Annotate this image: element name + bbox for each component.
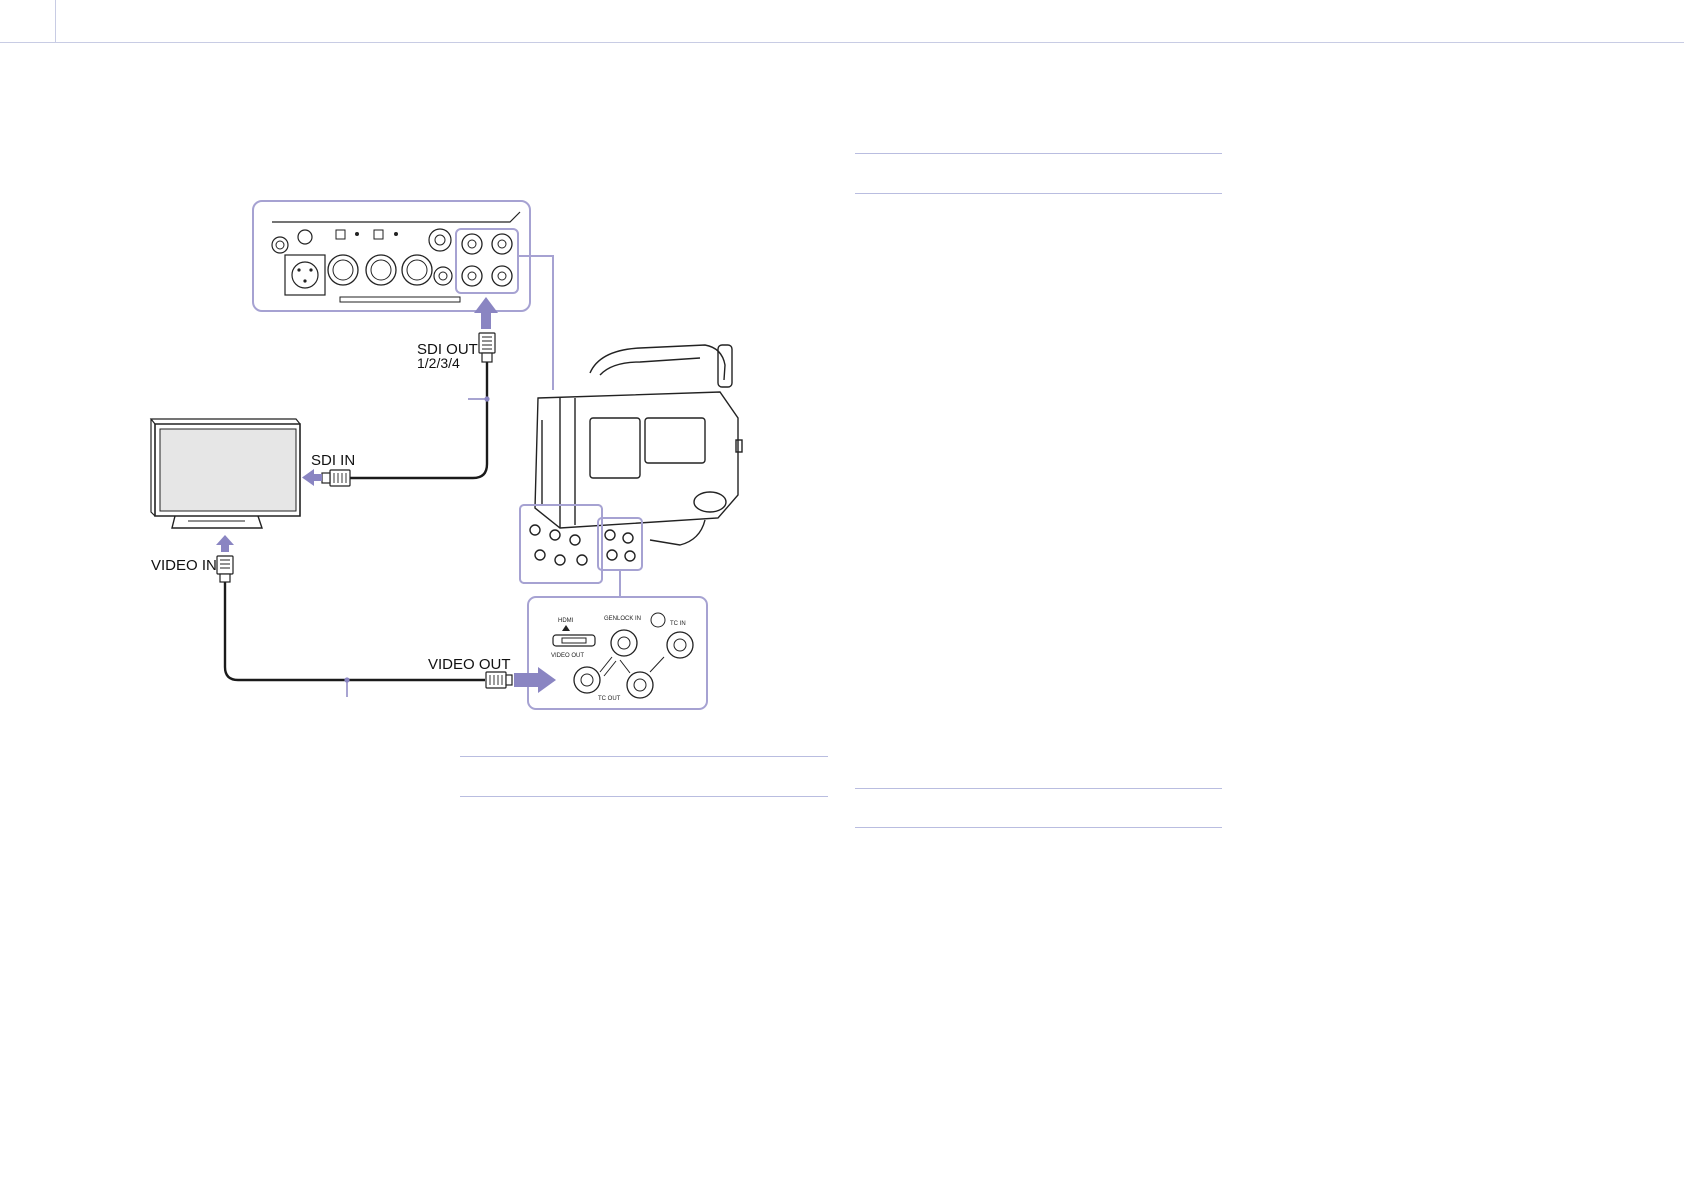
bnc-plug-sdi-out-icon (478, 332, 496, 363)
rule-right-top-2 (855, 193, 1222, 194)
header-divider (55, 0, 56, 42)
rear-connector-panel (252, 200, 531, 312)
camcorder (519, 344, 743, 584)
label-video-in: VIDEO IN (151, 557, 217, 574)
panel-tc-in-label: TC IN (670, 621, 686, 627)
bnc-plug-sdi-in-icon (321, 469, 351, 487)
sdi-cable-marker (484, 396, 490, 402)
bnc-plug-video-in-icon (216, 555, 234, 583)
panel-hdmi-label: HDMI (558, 618, 574, 624)
label-video-out: VIDEO OUT (428, 656, 511, 673)
rule-right-top-1 (855, 153, 1222, 154)
monitor (149, 418, 301, 529)
bnc-plug-video-out-icon (485, 671, 513, 689)
label-sdi-in: SDI IN (311, 452, 355, 469)
panel-video-out-label: VIDEO OUT (551, 653, 584, 659)
label-sdi-out-channels: 1/2/3/4 (417, 355, 460, 371)
rule-right-bottom-1 (855, 788, 1222, 789)
header-bar (0, 0, 1684, 43)
rule-center-2 (460, 796, 828, 797)
label-sdi-out: SDI OUT (417, 341, 478, 358)
cables (223, 362, 489, 682)
arrow-video-in-icon (216, 535, 234, 552)
rule-center-1 (460, 756, 828, 757)
panel-genlock-label: GENLOCK IN (604, 616, 641, 622)
leader-sdi-group (518, 255, 554, 390)
rule-right-bottom-2 (855, 827, 1222, 828)
arrow-sdi-in-icon (302, 469, 322, 486)
panel-tc-out-label: TC OUT (598, 696, 621, 702)
arrow-sdi-out-icon (474, 297, 498, 329)
video-cable-marker (344, 677, 350, 683)
lower-connector-panel: HDMI GENLOCK IN TC IN VIDEO OUT TC OUT (527, 596, 708, 710)
arrow-video-out-icon (514, 667, 556, 693)
